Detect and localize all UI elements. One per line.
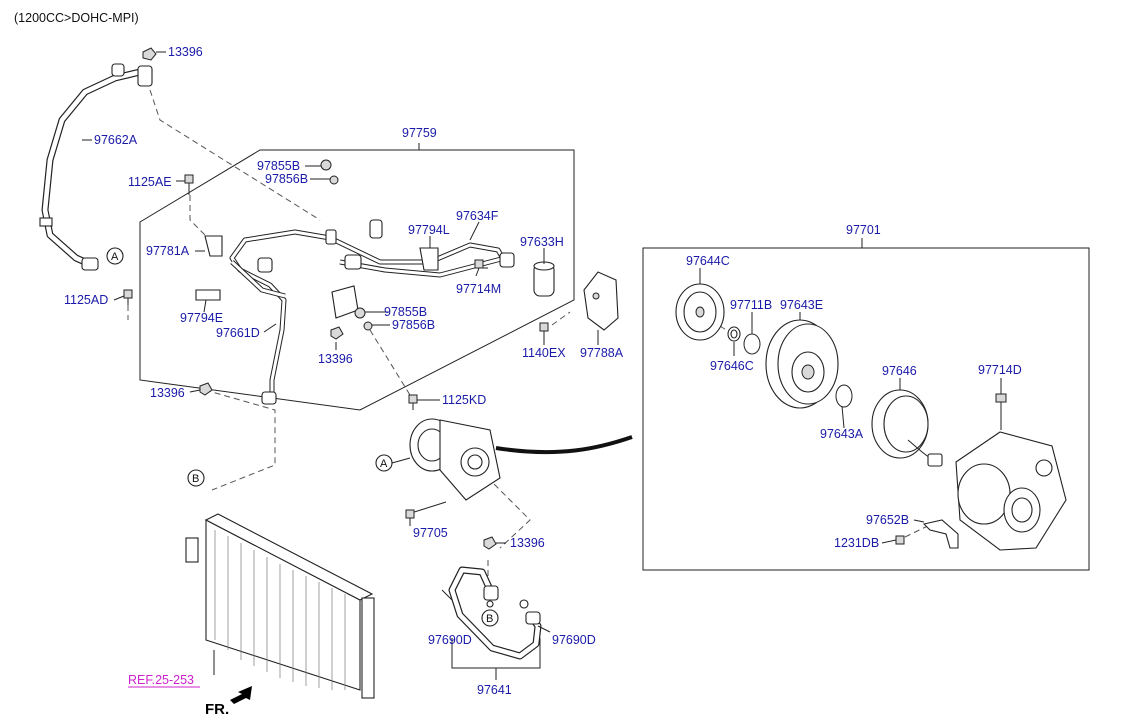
compressor-body-detail xyxy=(955,431,1067,551)
callout-97794e[interactable]: 97794E xyxy=(180,311,223,325)
callout-97788a[interactable]: 97788A xyxy=(580,346,624,360)
pulley-97643e xyxy=(765,319,839,409)
callout-97794l[interactable]: 97794L xyxy=(408,223,450,237)
callout-13396-top[interactable]: 13396 xyxy=(168,45,203,59)
callout-97641[interactable]: 97641 xyxy=(477,683,512,697)
callout-1125ad[interactable]: 1125AD xyxy=(64,293,108,307)
callout-97644c[interactable]: 97644C xyxy=(686,254,730,268)
callout-97652b[interactable]: 97652B xyxy=(866,513,909,527)
callout-13396-mid[interactable]: 13396 xyxy=(318,352,353,366)
callout-13396-low[interactable]: 13396 xyxy=(510,536,545,550)
callout-97855b-top[interactable]: 97855B xyxy=(257,159,300,173)
snap-ring-97711b xyxy=(743,333,761,355)
callout-97646[interactable]: 97646 xyxy=(882,364,917,378)
callout-13396-left[interactable]: 13396 xyxy=(150,386,185,400)
engine-variant-label: (1200CC>DOHC-MPI) xyxy=(14,11,139,25)
svg-text:A: A xyxy=(111,251,119,263)
callout-97781a[interactable]: 97781A xyxy=(146,244,190,258)
callout-1125ae[interactable]: 1125AE xyxy=(128,175,172,189)
bolt-97714d xyxy=(995,393,1007,430)
callout-1231db[interactable]: 1231DB xyxy=(834,536,879,550)
callout-97711b[interactable]: 97711B xyxy=(730,298,772,312)
front-arrow-icon xyxy=(230,686,252,704)
compressor-97701-center xyxy=(405,418,501,519)
callout-1140ex[interactable]: 1140EX xyxy=(522,346,566,360)
callout-1125kd[interactable]: 1125KD xyxy=(442,393,486,407)
shim-97646c xyxy=(727,326,741,342)
svg-text:B: B xyxy=(486,613,493,625)
callout-97643a[interactable]: 97643A xyxy=(820,427,864,441)
receiver-drier-97633h xyxy=(533,261,555,297)
suction-hose-97641 xyxy=(448,566,542,680)
connector-a-low: A xyxy=(375,454,411,472)
discharge-hose-97662a xyxy=(39,63,153,271)
part-callouts: 13396 97662A 1125AE 97759 97855B 97856B … xyxy=(64,45,1022,697)
callout-leaders xyxy=(82,51,1002,633)
callout-97855b-mid[interactable]: 97855B xyxy=(384,305,427,319)
suction-pipe-97661d xyxy=(229,219,515,405)
fasteners xyxy=(123,47,905,550)
front-direction-label: FR. xyxy=(205,701,229,718)
svg-text:B: B xyxy=(192,473,199,485)
connector-a-top: A xyxy=(106,247,124,265)
callout-97701[interactable]: 97701 xyxy=(846,223,881,237)
callout-97705[interactable]: 97705 xyxy=(413,526,448,540)
callout-97856b-top[interactable]: 97856B xyxy=(265,172,308,186)
clutch-hub-97644c xyxy=(675,283,725,341)
callout-97759[interactable]: 97759 xyxy=(402,126,437,140)
callout-97690d-right[interactable]: 97690D xyxy=(552,633,596,647)
snap-ring-97643a xyxy=(835,384,853,408)
drier-cover-97788a xyxy=(583,271,619,331)
field-coil-97646 xyxy=(871,389,943,467)
reference-link[interactable]: REF.25-253 xyxy=(128,673,194,687)
callout-97662a[interactable]: 97662A xyxy=(94,133,138,147)
bracket-97652b xyxy=(922,519,959,549)
pipe-assembly-frame xyxy=(139,149,575,411)
pipe-clips xyxy=(195,235,439,319)
callout-97856b-mid[interactable]: 97856B xyxy=(392,318,435,332)
harness-curve xyxy=(495,435,633,455)
connector-b-low: B xyxy=(481,609,499,627)
callout-97634f[interactable]: 97634F xyxy=(456,209,499,223)
callout-97646c[interactable]: 97646C xyxy=(710,359,754,373)
callout-97633h[interactable]: 97633H xyxy=(520,235,564,249)
callout-97690d-left[interactable]: 97690D xyxy=(428,633,472,647)
callout-97661d[interactable]: 97661D xyxy=(216,326,260,340)
svg-text:A: A xyxy=(380,458,388,470)
callout-97714d[interactable]: 97714D xyxy=(978,363,1022,377)
callout-97714m[interactable]: 97714M xyxy=(456,282,501,296)
callout-97643e[interactable]: 97643E xyxy=(780,298,823,312)
condenser xyxy=(185,513,375,699)
connector-b-left: B xyxy=(187,469,205,487)
compressor-assembly-frame xyxy=(642,247,1090,571)
